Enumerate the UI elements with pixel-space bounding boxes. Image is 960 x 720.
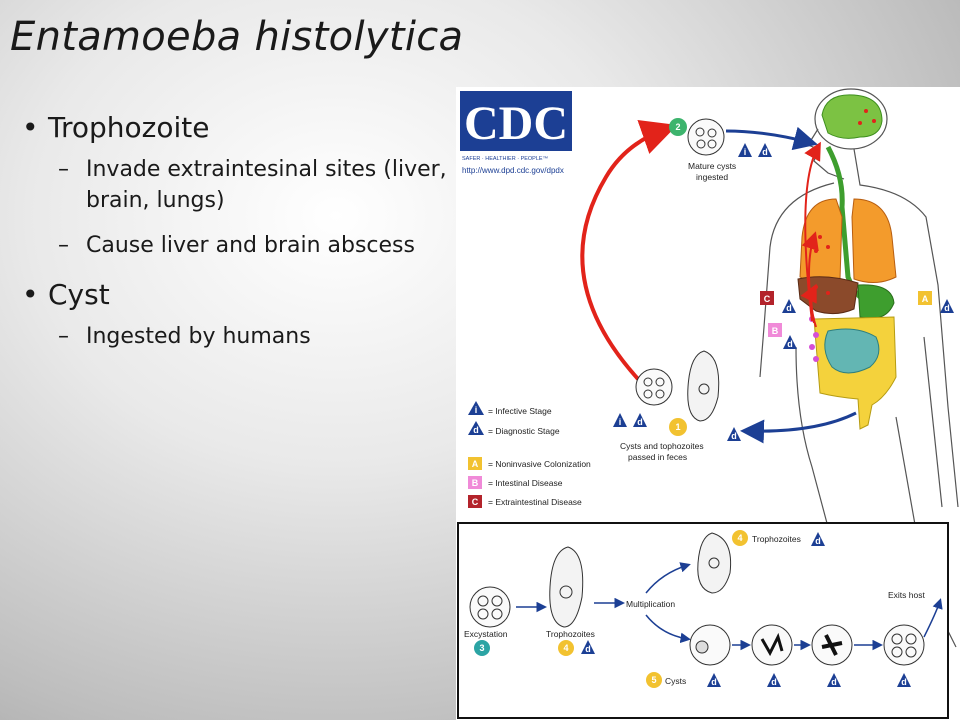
bullet-list: Trophozoite –Invade extraintesinal sites… [22,108,452,366]
svg-text:4: 4 [563,643,568,653]
stomach [857,284,895,319]
slide-title: Entamoeba histolytica [10,14,464,60]
svg-text:C: C [764,294,771,304]
legend-extraintestinal: = Extraintestinal Disease [488,497,582,507]
ingestion-arrow [725,126,818,151]
excretion-arrow [740,411,857,444]
marker-c [760,291,774,305]
cyst-in-feces [635,368,673,406]
svg-text:d: d [731,431,737,441]
step-3-badge [474,640,490,656]
diagnostic-stage-marker-top [758,143,772,157]
infective-stage-marker-top [738,143,752,157]
svg-text:d: d [944,303,950,313]
excystation-cyst [469,586,511,628]
svg-text:d: d [815,536,821,546]
label-trophozoites-upper: Trophozoites [752,534,801,544]
label-ingested: ingested [696,172,728,182]
legend-diagnostic: = Diagnostic Stage [488,426,560,436]
legend: i = Infective Stage d = Diagnostic Stage… [468,401,591,508]
step-1-number: 1 [675,422,680,432]
small-intestine [824,328,880,374]
transmission-arrow [580,119,678,381]
trophozoite-upper [697,532,732,594]
label-mature-cysts: Mature cysts [688,161,736,171]
svg-text:d: d [831,677,837,687]
cdc-tagline: SAFER · HEALTHIER · PEOPLE™ [462,156,548,162]
svg-text:d: d [786,303,792,313]
label-cysts-trophozoites: Cysts and tophozoites [620,441,704,451]
svg-text:i: i [475,405,478,415]
legend-noninvasive: = Noninvasive Colonization [488,459,591,469]
dissemination-arrows [800,141,821,328]
brain-lesions [858,109,876,125]
step-5-number: 5 [651,675,656,685]
svg-text:d: d [473,425,479,435]
step-1-badge [669,418,687,436]
svg-text:B: B [772,326,779,336]
svg-text:A: A [922,294,929,304]
sub-bullet-invade: –Invade extraintesinal sites (liver, bra… [58,157,447,213]
brain [821,94,883,139]
step-2-badge [669,118,687,136]
svg-text:d: d [771,677,777,687]
cdc-logo-text: CDC [464,97,568,150]
label-passed-in-feces: passed in feces [628,452,687,462]
label-exits-host: Exits host [888,590,925,600]
label-trophozoites: Trophozoites [546,629,595,639]
svg-text:i: i [619,417,622,427]
svg-text:i: i [744,147,747,157]
cdc-url: http://www.dpd.cdc.gov/dpdx [462,166,564,175]
marker-a [918,291,932,305]
svg-text:d: d [901,677,907,687]
sub-bullet-abscess: –Cause liver and brain abscess [58,233,415,258]
svg-text:d: d [585,644,591,654]
bullet-trophozoite: Trophozoite [22,108,452,148]
trophozoite-inset [549,546,584,628]
legend-infective: = Infective Stage [488,406,552,416]
bullet-cyst: Cyst [22,275,452,315]
trophozoite-in-feces [687,350,720,422]
label-cysts: Cysts [665,676,686,686]
maturing-cysts [689,624,925,666]
svg-text:4: 4 [737,533,742,543]
step-4-badge-upper [732,530,748,546]
mature-cyst-top [687,118,725,156]
svg-text:d: d [762,147,768,157]
step-4-badge-lower [558,640,574,656]
svg-text:C: C [472,497,479,507]
life-cycle-diagram: CDC SAFER · HEALTHIER · PEOPLE™ http://w… [457,88,959,719]
svg-text:A: A [472,459,479,469]
marker-b [768,323,782,337]
life-cycle-figure: CDC SAFER · HEALTHIER · PEOPLE™ http://w… [456,87,960,720]
label-multiplication: Multiplication [626,599,675,609]
svg-text:d: d [711,677,717,687]
step-2-number: 2 [675,122,680,132]
legend-intestinal: = Intestinal Disease [488,478,563,488]
svg-text:B: B [472,478,479,488]
step-3-number: 3 [479,643,484,653]
cdc-logo: CDC SAFER · HEALTHIER · PEOPLE™ http://w… [460,91,572,175]
svg-text:d: d [637,417,643,427]
svg-text:d: d [787,339,793,349]
lung-right [851,198,897,283]
label-excystation: Excystation [464,629,508,639]
step-5-badge [646,672,662,688]
sub-bullet-ingested: –Ingested by humans [58,324,311,349]
